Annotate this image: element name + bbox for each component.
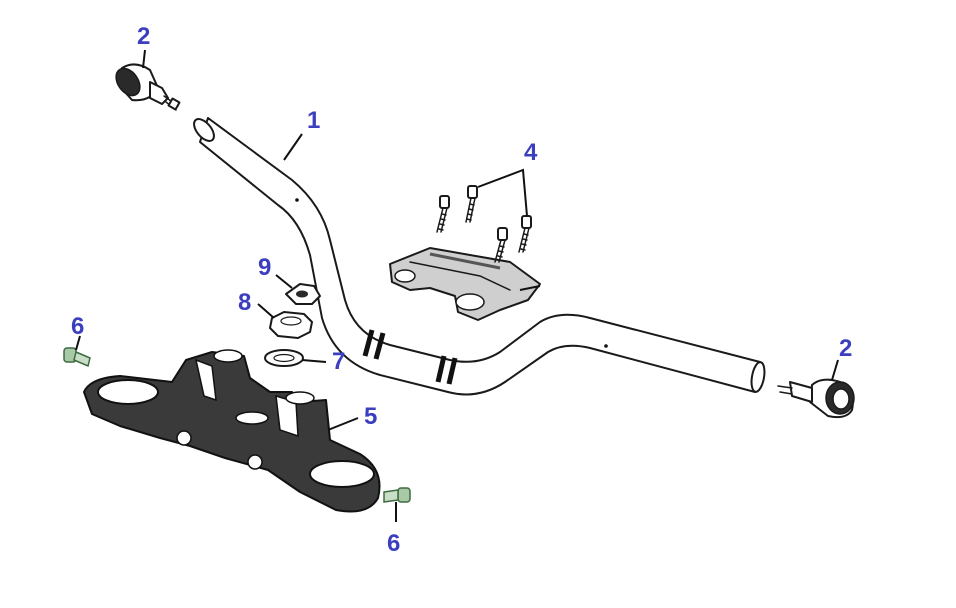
callout-bar-end-right: 2	[839, 335, 852, 362]
leader-1	[283, 133, 303, 161]
bar-end-left	[115, 63, 181, 111]
leader-lines	[75, 49, 839, 522]
triple-clamp	[83, 349, 381, 513]
callout-cap: 9	[258, 254, 271, 281]
bolt-left	[63, 347, 91, 368]
leader-2-right	[831, 359, 839, 381]
callout-clamp-bolts: 4	[524, 139, 538, 166]
clamp-bolts	[436, 185, 532, 263]
callout-bolt-left: 6	[71, 313, 84, 340]
callout-bar-end-left: 2	[137, 23, 150, 50]
callout-bolt-bottom: 6	[387, 530, 400, 557]
leader-2-left	[142, 49, 146, 69]
cap	[285, 283, 321, 305]
leader-6-left	[75, 335, 81, 351]
washer	[264, 349, 304, 367]
callout-triple-clamp: 5	[364, 403, 377, 430]
callout-washer: 7	[332, 348, 345, 375]
nut	[269, 311, 313, 339]
leader-7	[301, 359, 327, 363]
bolt-bottom	[383, 487, 411, 503]
callout-handlebar: 1	[307, 107, 320, 134]
handlebar	[193, 117, 766, 396]
leader-4	[477, 168, 528, 217]
callout-labels: 1 2 2 4 5 6 6 7 8 9	[71, 23, 852, 557]
leader-8	[257, 303, 275, 319]
leader-5	[327, 417, 359, 431]
callout-nut: 8	[238, 289, 251, 316]
bar-end-right	[777, 378, 855, 419]
leader-9	[275, 274, 293, 289]
leader-clamp	[519, 285, 541, 291]
handlebar-clamp	[389, 247, 541, 321]
